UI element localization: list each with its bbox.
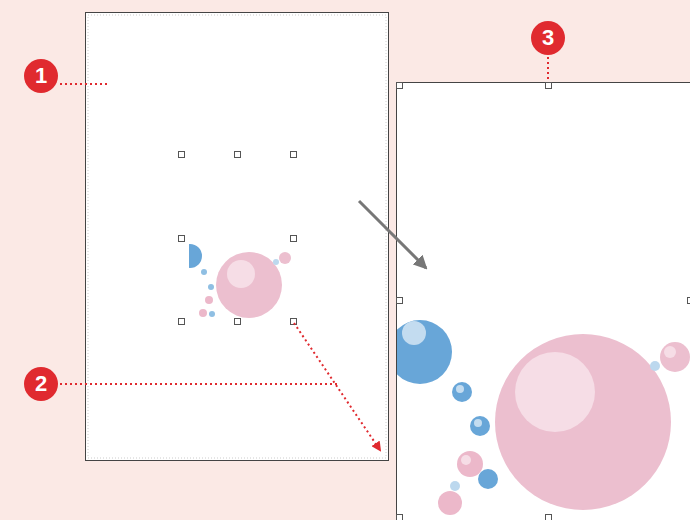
transition-arrow xyxy=(359,201,426,268)
callout-number: 2 xyxy=(24,367,58,401)
small-page xyxy=(86,13,389,461)
callout-number: 1 xyxy=(24,59,58,93)
drag-arrow xyxy=(294,323,380,450)
callout-discs xyxy=(24,21,565,401)
leader-lines xyxy=(60,57,548,384)
enlarged-page xyxy=(388,83,690,520)
callout-number: 3 xyxy=(531,21,565,55)
